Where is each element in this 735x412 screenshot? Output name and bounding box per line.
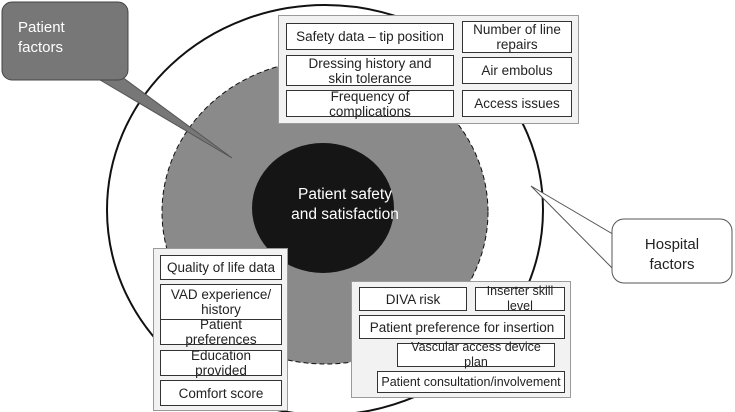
factor-box: Air embolus bbox=[462, 57, 572, 84]
outcome-factors-panel: Safety data – tip position Number of lin… bbox=[278, 15, 579, 124]
factor-box: Safety data – tip position bbox=[286, 23, 454, 50]
patient-factors-label: Patient factors bbox=[18, 19, 65, 56]
factor-box: Patient consultation/involvement bbox=[377, 371, 565, 393]
factor-box: Education provided bbox=[160, 348, 282, 378]
center-label: Patient safety and satisfaction bbox=[291, 186, 399, 223]
factor-box: DIVA risk bbox=[359, 287, 467, 311]
factor-box: Quality of life data bbox=[160, 255, 282, 280]
factor-box: Patient preferences bbox=[160, 317, 282, 347]
patient-factors-panel: Quality of life data VAD experience/ his… bbox=[153, 248, 288, 411]
factor-box: Vascular access device plan bbox=[397, 340, 555, 369]
factor-box: Dressing history and skin tolerance bbox=[286, 55, 454, 86]
factor-box: Access issues bbox=[462, 90, 572, 117]
core-circle bbox=[252, 143, 394, 273]
factor-box: Frequency of complications bbox=[286, 89, 454, 119]
factor-box: Patient preference for insertion bbox=[359, 315, 565, 339]
factor-box: Number of line repairs bbox=[462, 21, 572, 53]
hospital-factors-panel: DIVA risk Inserter skill level Patient p… bbox=[351, 281, 571, 398]
factor-box: VAD experience/ history bbox=[160, 284, 282, 320]
factor-box: Comfort score bbox=[160, 380, 282, 406]
hospital-factors-label: Hospital factors bbox=[644, 236, 700, 273]
factor-box: Inserter skill level bbox=[475, 284, 565, 313]
hospital-callout bbox=[611, 218, 733, 284]
patient-callout bbox=[1, 1, 129, 81]
